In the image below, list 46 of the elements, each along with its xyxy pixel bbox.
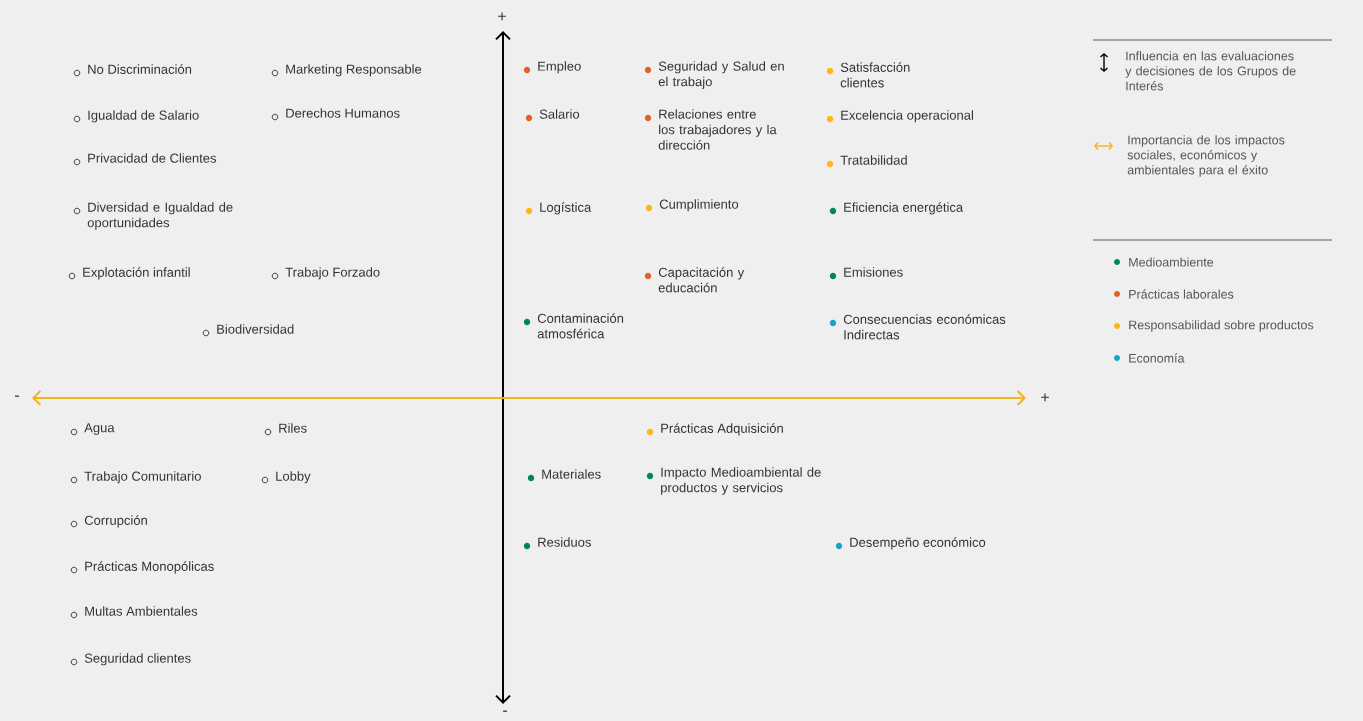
- bullet-item: Satisfacción clientes: [826, 62, 910, 88]
- bullet-item: Contaminación atmosférica: [523, 313, 624, 339]
- bullet-item: Emisiones: [829, 267, 903, 280]
- bullet-item: Salario: [525, 109, 580, 122]
- bullet-item: Trabajo Comunitario: [70, 471, 201, 484]
- bullet-item: Materiales: [527, 469, 601, 482]
- bullet-item: Privacidad de Clientes: [73, 153, 217, 166]
- legend-item: Economía: [1114, 353, 1185, 363]
- bullet-item: Multas Ambientales: [70, 606, 198, 619]
- axis-sign: -: [503, 710, 507, 712]
- bullet-item: Capacitación y educación: [644, 267, 745, 293]
- bullet-item: Seguridad y Salud en el trabajo: [644, 61, 784, 89]
- bullet-item: Empleo: [523, 61, 581, 74]
- bullet-item: Diversidad e Igualdad de oportunidades: [73, 202, 233, 230]
- legend-text: Importancia de los impactos sociales, económicos y ambientales para el éxito: [1127, 135, 1285, 177]
- bullet-item: Impacto Medioambiental de productos y servicios: [646, 467, 821, 495]
- bullet-item: Excelencia operacional: [826, 110, 973, 123]
- bullet-item: Tratabilidad: [826, 155, 907, 168]
- bullet-item: No Discriminación: [73, 64, 192, 77]
- axis-sign: +: [1041, 393, 1049, 402]
- legend-item: Medioambiente: [1114, 257, 1214, 267]
- bullet-item: Riles: [264, 423, 307, 436]
- bullet-item: Agua: [70, 423, 115, 436]
- legend-item: Responsabilidad sobre productos: [1114, 320, 1314, 332]
- bullet-item: Prácticas Adquisición: [646, 423, 783, 436]
- bullet-item: Seguridad clientes: [70, 653, 191, 666]
- legend-item: Prácticas laborales: [1114, 289, 1234, 299]
- bullet-item: Corrupción: [70, 515, 147, 528]
- bullet-item: Logística: [525, 202, 592, 215]
- axis-sign: -: [15, 395, 19, 397]
- bullet-item: Marketing Responsable: [271, 64, 422, 77]
- bullet-item: Lobby: [261, 471, 311, 484]
- bullet-item: Residuos: [523, 537, 591, 550]
- bullet-item: Relaciones entre los trabajadores y la dirección: [644, 109, 777, 150]
- bullet-item: Eficiencia energética: [829, 202, 964, 215]
- legend-text: Influencia en las evaluaciones y decisiones de los Grupos de Interés: [1125, 51, 1296, 91]
- bullet-item: Trabajo Forzado: [271, 267, 380, 280]
- bullet-item: Consecuencias económicas Indirectas: [829, 314, 1006, 340]
- bullet-item: Desempeño económico: [835, 537, 986, 550]
- bullet-item: Prácticas Monopólicas: [70, 561, 214, 574]
- axis-sign: +: [498, 12, 506, 21]
- bullet-item: Cumplimiento: [645, 199, 739, 212]
- bullet-item: Igualdad de Salario: [73, 110, 199, 123]
- bullet-item: Derechos Humanos: [271, 108, 400, 121]
- bullet-item: Explotación infantil: [68, 267, 190, 280]
- bullet-item: Biodiversidad: [202, 324, 294, 337]
